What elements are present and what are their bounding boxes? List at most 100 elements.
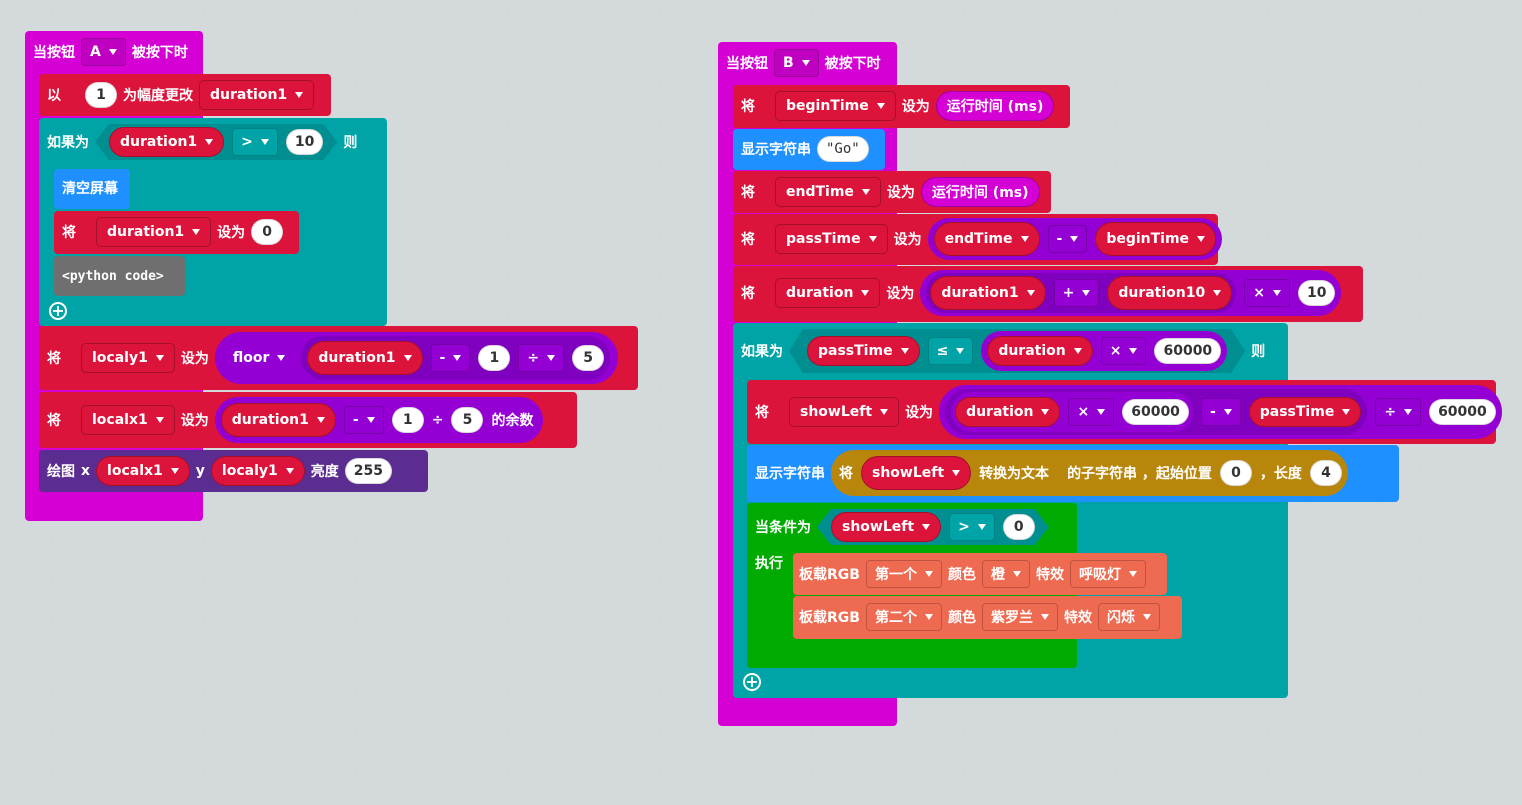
remainder-block[interactable]: duration1 - 1 ÷ 5 的余数 — [214, 397, 544, 443]
variable-reporter[interactable]: localy1 — [210, 456, 305, 486]
compare-value[interactable]: 10 — [286, 129, 323, 155]
arithmetic-block[interactable]: duration × 60000 - passTime — [945, 389, 1368, 435]
variable-dropdown[interactable]: beginTime — [775, 91, 896, 121]
arithmetic-block[interactable]: duration × 60000 — [951, 392, 1193, 432]
color-dropdown[interactable]: 紫罗兰 — [981, 603, 1058, 631]
variable-reporter[interactable]: duration1 — [307, 341, 423, 375]
chevron-down-icon — [1082, 290, 1091, 296]
variable-name: passTime — [1259, 404, 1335, 420]
chevron-down-icon — [1342, 409, 1351, 415]
variable-reporter[interactable]: duration1 — [109, 127, 224, 157]
length-value[interactable]: 4 — [1309, 460, 1342, 486]
variable-dropdown[interactable]: localx1 — [81, 405, 175, 435]
arithmetic-block[interactable]: duration × 60000 - passTime ÷ 60000 — [939, 385, 1502, 439]
variable-name: showLeft — [842, 519, 915, 535]
set-value[interactable]: 0 — [251, 219, 284, 245]
operator-dropdown[interactable]: × — [1101, 337, 1147, 365]
variable-reporter[interactable]: showLeft — [861, 456, 972, 490]
operator-dropdown[interactable]: - — [343, 406, 384, 434]
set-keyword: 将 — [741, 99, 755, 115]
arithmetic-block[interactable]: endTime - beginTime — [927, 218, 1223, 260]
variable-reporter[interactable]: duration1 — [220, 403, 336, 437]
substring-block[interactable]: 将 showLeft 转换为文本 的子字符串 ，起始位置 0 ，长度 4 — [831, 450, 1348, 496]
variable-dropdown[interactable]: showLeft — [789, 397, 900, 427]
running-time-reporter[interactable]: 运行时间 (ms) — [935, 91, 1055, 121]
variable-dropdown[interactable]: duration1 — [199, 80, 315, 110]
change-amount[interactable]: 1 — [85, 82, 117, 108]
operator-dropdown[interactable]: - — [1047, 225, 1088, 253]
operator-dropdown[interactable]: > — [232, 128, 278, 156]
operand-value[interactable]: 60000 — [1122, 399, 1189, 425]
operand-value[interactable]: 5 — [451, 407, 484, 433]
variable-dropdown[interactable]: passTime — [775, 224, 888, 254]
add-else-icon[interactable]: + — [743, 673, 761, 691]
variable-reporter[interactable]: endTime — [933, 222, 1040, 256]
comparison-block[interactable]: passTime ≤ duration × 60000 — [789, 329, 1245, 373]
variable-dropdown[interactable]: duration1 — [96, 217, 212, 247]
operator-dropdown[interactable]: - — [1200, 398, 1241, 426]
led-select-dropdown[interactable]: 第二个 — [865, 603, 942, 631]
variable-reporter[interactable]: showLeft — [831, 512, 941, 542]
button-dropdown-b[interactable]: B — [774, 49, 819, 77]
variable-reporter[interactable]: duration1 — [930, 276, 1046, 310]
chevron-down-icon — [285, 468, 294, 474]
variable-name: localy1 — [221, 463, 278, 479]
variable-reporter[interactable]: duration — [955, 397, 1061, 427]
operator-dropdown[interactable]: ÷ — [518, 344, 565, 372]
operator-dropdown[interactable]: + — [1053, 279, 1100, 307]
hat-label-suffix: 被按下时 — [824, 56, 881, 72]
operand-value[interactable]: 10 — [1297, 280, 1336, 306]
clear-screen-block[interactable] — [54, 169, 130, 209]
led-select-dropdown[interactable]: 第一个 — [865, 560, 942, 588]
python-code-block[interactable] — [54, 256, 185, 296]
operand-value[interactable]: 5 — [572, 345, 605, 371]
chevron-down-icon — [1026, 290, 1035, 296]
variable-reporter[interactable]: localx1 — [96, 456, 190, 486]
operator-dropdown[interactable]: ≤ — [928, 337, 974, 365]
operand-value[interactable]: 60000 — [1154, 338, 1221, 364]
variable-reporter[interactable]: duration10 — [1107, 276, 1233, 310]
arithmetic-block[interactable]: duration1 + duration10 × 10 — [920, 270, 1342, 316]
variable-name: duration10 — [1118, 285, 1206, 301]
comparison-block[interactable]: duration1 > 10 — [95, 124, 337, 160]
comparison-block[interactable]: showLeft > 0 — [817, 509, 1049, 545]
effect-dropdown[interactable]: 闪烁 — [1097, 603, 1160, 631]
variable-name: duration1 — [210, 87, 288, 103]
chevron-down-icon — [861, 189, 870, 195]
string-value[interactable]: "Go" — [817, 136, 869, 162]
button-dropdown-a[interactable]: A — [81, 38, 126, 66]
brightness-value[interactable]: 255 — [344, 458, 392, 484]
length-label: ，长度 — [1259, 466, 1302, 482]
variable-dropdown[interactable]: duration — [775, 278, 881, 308]
operator-dropdown[interactable]: × — [1244, 279, 1290, 307]
running-time-reporter[interactable]: 运行时间 (ms) — [920, 177, 1040, 207]
variable-dropdown[interactable]: localy1 — [81, 343, 175, 373]
arithmetic-block[interactable]: duration1 - 1 ÷ 5 — [301, 336, 611, 380]
variable-dropdown[interactable]: endTime — [775, 177, 881, 207]
python-code-label: <python code> — [62, 268, 164, 284]
variable-reporter[interactable]: passTime — [1248, 397, 1362, 427]
arithmetic-block[interactable]: duration × 60000 — [981, 331, 1227, 371]
chevron-down-icon — [192, 229, 201, 235]
operand-value[interactable]: 1 — [391, 407, 424, 433]
chevron-down-icon — [1213, 290, 1222, 296]
operator-dropdown[interactable]: > — [949, 513, 995, 541]
add-else-icon[interactable]: + — [49, 302, 67, 320]
function-dropdown[interactable]: floor — [224, 344, 294, 372]
chevron-down-icon — [316, 417, 325, 423]
operator-dropdown[interactable]: - — [430, 344, 471, 372]
math-function-block[interactable]: floor duration1 - 1 ÷ 5 — [214, 332, 619, 384]
operator-dropdown[interactable]: × — [1068, 398, 1115, 426]
operand-value[interactable]: 60000 — [1429, 399, 1496, 425]
variable-reporter[interactable]: beginTime — [1095, 222, 1217, 256]
arithmetic-block[interactable]: duration1 + duration10 — [926, 273, 1237, 313]
compare-value[interactable]: 0 — [1003, 514, 1035, 540]
start-index[interactable]: 0 — [1219, 460, 1252, 486]
chevron-down-icon — [453, 355, 462, 361]
operand-value[interactable]: 1 — [478, 345, 511, 371]
effect-dropdown[interactable]: 呼吸灯 — [1069, 560, 1146, 588]
variable-reporter[interactable]: duration — [987, 336, 1092, 366]
operator-dropdown[interactable]: ÷ — [1375, 398, 1422, 426]
variable-reporter[interactable]: passTime — [807, 336, 920, 366]
color-dropdown[interactable]: 橙 — [981, 560, 1030, 588]
